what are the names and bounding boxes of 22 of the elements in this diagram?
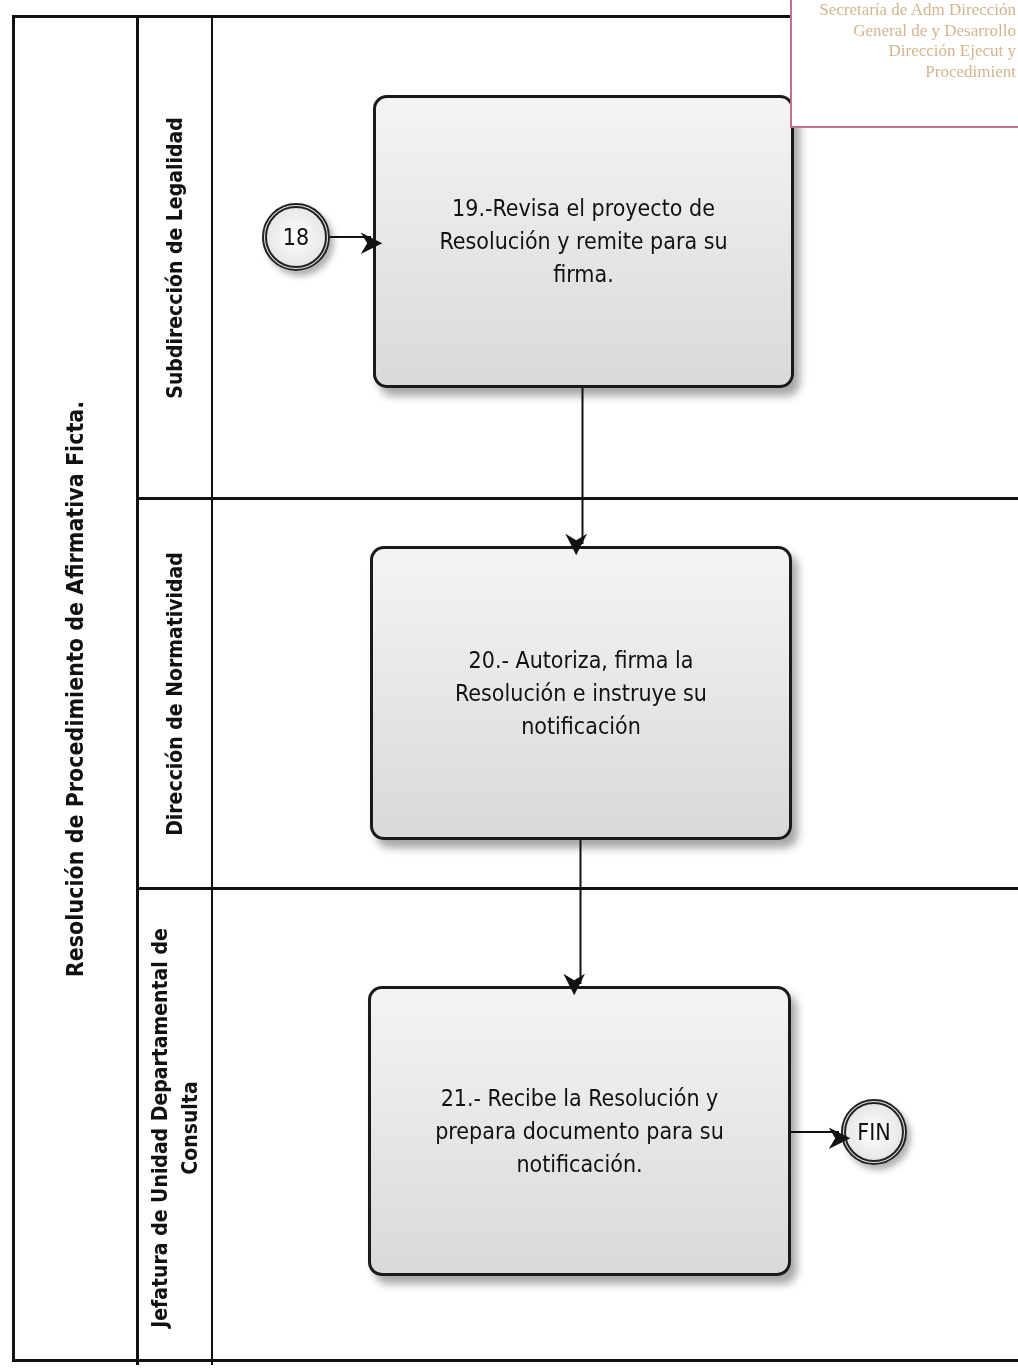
arrow: [790, 1127, 851, 1150]
event-label: FIN: [857, 1119, 891, 1145]
lane-label: Subdirección de Legalidad: [162, 115, 188, 401]
lane-label: Dirección de Normatividad: [162, 550, 188, 838]
pool-title: Resolución de Procedimiento de Afirmativa Ficta.: [62, 399, 88, 979]
arrow: [563, 839, 585, 996]
arrow: [565, 387, 587, 556]
process-box: [370, 546, 792, 840]
event-circle: [262, 203, 330, 271]
stamp-text: Secretaría de Adm Dirección General de y Desarrollo Dirección Ejecut y Procedimient: [790, 0, 1018, 128]
pool: [12, 15, 1018, 1362]
process-text: 20.- Autoriza, firma la Resolución e instruye su notificación: [454, 645, 708, 741]
process-text: 21.- Recibe la Resolución y prepara documento para su notificación.: [434, 1083, 725, 1179]
arrow: [329, 232, 383, 255]
lane-label: Jefatura de Unidad Departamental de Consulta: [147, 926, 203, 1331]
event-label: 18: [282, 224, 310, 250]
process-box: [368, 986, 791, 1276]
process-text: 19.-Revisa el proyecto de Resolución y remite para su firma.: [438, 194, 729, 289]
swimlane: [136, 500, 1018, 890]
process-box: [373, 95, 794, 388]
event-circle: [841, 1099, 907, 1165]
swimlane: [136, 18, 1018, 500]
